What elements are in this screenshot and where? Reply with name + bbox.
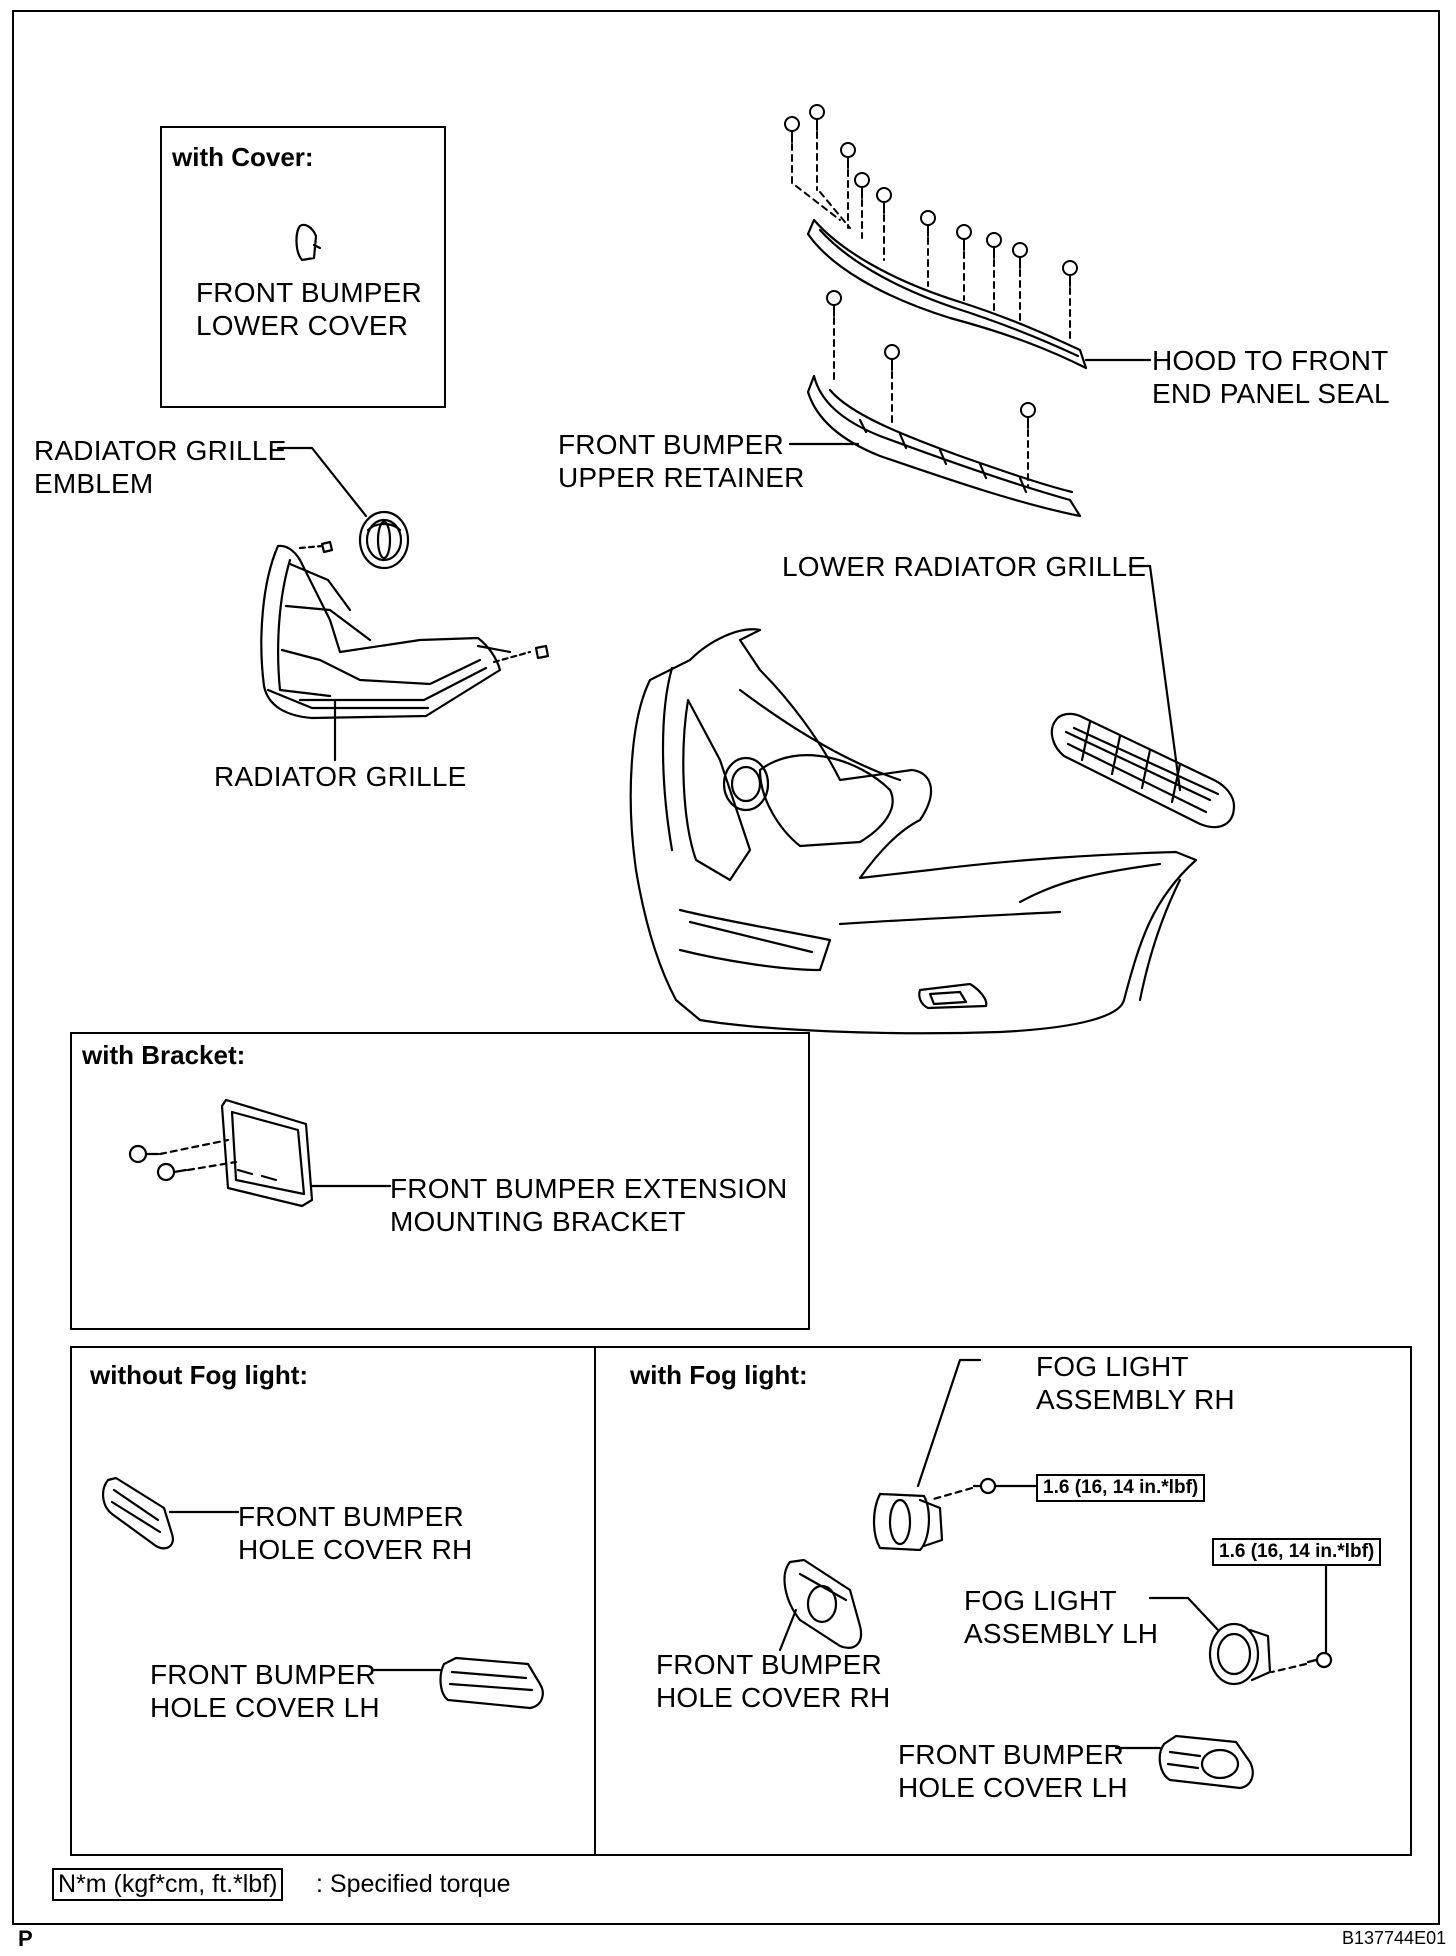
torque-unit-box: N*m (kgf*cm, ft.*lbf) [52,1868,284,1901]
fog-rh-torque: 1.6 (16, 14 in.*lbf) [1036,1474,1206,1502]
with-fog-box [594,1346,1412,1856]
rh-b-leader [778,1608,798,1652]
hole-cover-rh-b-label: FRONT BUMPER HOLE COVER RH [656,1649,891,1713]
fog-rh-leader [916,1358,982,1488]
figure-id: B137744E01 [1342,1928,1447,1948]
upper-retainer-part [806,374,1082,518]
fog-light-rh-label: FOG LIGHT ASSEMBLY RH [1036,1351,1235,1415]
fog-light-lh-label: FOG LIGHT ASSEMBLY LH [964,1585,1159,1649]
hole-cover-lh-b-label: FRONT BUMPER HOLE COVER LH [898,1739,1128,1803]
torque-legend-text: : Specified torque [316,1870,511,1898]
hole-cover-lh-b-part [1158,1734,1254,1790]
hole-cover-rh-b-part [783,1558,863,1649]
hole-cover-rh-a-part [102,1476,174,1550]
fog-lh-torque: 1.6 (16, 14 in.*lbf) [1212,1538,1382,1566]
lower-radiator-grille-part [1050,712,1236,829]
lower-cover-label: FRONT BUMPER LOWER COVER [196,277,422,341]
front-bumper-part [629,628,1198,1035]
fog-lh-leader [1148,1596,1220,1632]
hole-cover-rh-a-label: FRONT BUMPER HOLE COVER RH [238,1501,473,1565]
grille-emblem-label: RADIATOR GRILLE EMBLEM [34,435,287,499]
radiator-grille-label: RADIATOR GRILLE [214,761,467,792]
with-bracket-heading: with Bracket: [82,1040,246,1070]
without-fog-box [70,1346,596,1856]
extension-bracket-label: FRONT BUMPER EXTENSION MOUNTING BRACKET [390,1173,788,1237]
grille-emblem-part [358,510,410,570]
with-bracket-box [70,1032,810,1330]
emblem-leader [276,446,368,518]
hood-seal-part [806,218,1088,370]
fog-light-lh-part [1208,1622,1272,1686]
with-fog-heading: with Fog light: [630,1360,808,1390]
with-cover-box [160,126,446,408]
retainer-clips [826,290,1036,487]
grille-clip [534,644,550,660]
extension-bracket-part [220,1098,314,1208]
seal-clips [784,104,1078,343]
without-fog-heading: without Fog light: [90,1360,309,1390]
upper-retainer-label: FRONT BUMPER UPPER RETAINER [558,429,805,493]
diagram-frame [12,10,1440,1925]
radiator-grille-part [260,544,532,720]
with-cover-heading: with Cover: [172,142,314,172]
hole-cover-lh-a-label: FRONT BUMPER HOLE COVER LH [150,1659,380,1723]
fog-light-rh-part [872,1492,944,1552]
lower-cover-part [295,223,322,262]
lower-grille-leader [1128,564,1182,792]
hood-seal-label: HOOD TO FRONT END PANEL SEAL [1152,345,1390,409]
lower-radiator-grille-label: LOWER RADIATOR GRILLE [782,551,1147,582]
hole-cover-lh-a-part [439,1656,544,1710]
fog-lh-bolt [1270,1651,1333,1674]
bracket-bolts [128,1138,238,1182]
footer-mark: P [18,1926,33,1951]
emblem-clip [298,540,334,554]
